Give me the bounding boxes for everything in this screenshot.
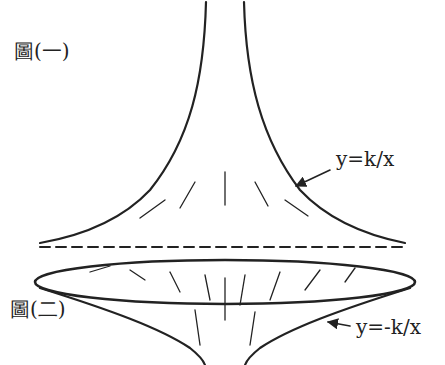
figure-label: 圖(二): [8, 298, 68, 320]
figure-label: 圖(一): [12, 40, 72, 62]
leader-arrow: [328, 322, 350, 326]
upper-curve-left: [40, 2, 206, 243]
upper-shading: [140, 172, 308, 218]
lower-shading: [90, 266, 355, 345]
leader-arrow: [296, 170, 330, 186]
curve-equation: y=k/x: [334, 148, 396, 170]
dashed-axis: [40, 246, 405, 248]
upper-curve-right: [244, 2, 405, 243]
curve-equation: y=-k/x: [354, 316, 423, 338]
